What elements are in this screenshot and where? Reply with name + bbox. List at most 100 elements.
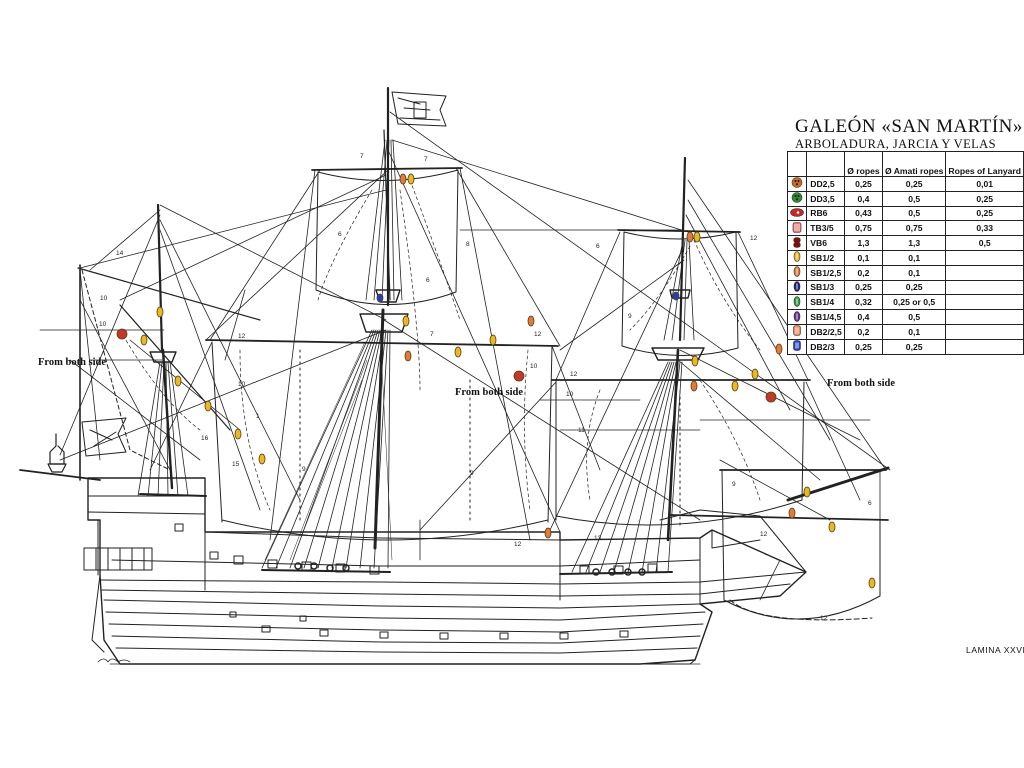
legend-code: DB2/3 <box>806 338 845 355</box>
legend-ropes: 0,4 <box>843 309 883 325</box>
legend-ropes: 0,4 <box>843 190 883 207</box>
svg-text:8: 8 <box>466 241 470 248</box>
header-icon <box>786 151 808 177</box>
svg-text:11: 11 <box>578 427 585 434</box>
artist-signature <box>97 658 131 663</box>
svg-text:10: 10 <box>566 391 574 398</box>
legend-amati-ropes: 0,25 <box>881 176 947 192</box>
legend-lanyard: 0,01 <box>945 176 1024 192</box>
legend-ropes: 0,32 <box>843 294 883 311</box>
legend-ropes: 0,25 <box>843 176 883 192</box>
rigging-lines <box>39 111 891 601</box>
single-block-icon <box>786 294 808 311</box>
violin-block-icon <box>786 235 808 251</box>
legend-ropes: 0,75 <box>843 220 883 237</box>
note-left: From both side <box>38 357 107 368</box>
legend-ropes: 1,3 <box>843 235 883 251</box>
legend-amati-ropes: 1,3 <box>881 235 947 251</box>
legend-code: RB6 <box>806 205 845 222</box>
legend-lanyard: 0,25 <box>945 190 1024 207</box>
rope-legend-table: Ø ropes Ø Amati ropes Ropes of Lanyard D… <box>786 151 1024 355</box>
svg-text:12: 12 <box>820 615 828 622</box>
running-rigging <box>119 179 761 511</box>
single-block-icon <box>786 249 808 266</box>
legend-code: SB1/2,5 <box>806 264 845 281</box>
svg-text:14: 14 <box>116 250 124 257</box>
svg-text:6: 6 <box>426 277 430 284</box>
rigging-block-markers <box>116 173 876 589</box>
svg-text:7: 7 <box>360 153 364 160</box>
svg-text:13: 13 <box>594 535 602 542</box>
legend-code: SB1/4 <box>806 294 845 311</box>
legend-code: DB2/2,5 <box>806 323 845 340</box>
single-block-icon <box>786 264 808 281</box>
double-block-icon <box>786 338 808 355</box>
svg-text:12: 12 <box>514 541 522 548</box>
svg-text:12: 12 <box>570 371 578 378</box>
legend-lanyard <box>945 338 1024 355</box>
svg-text:9: 9 <box>628 313 632 320</box>
triple-block-icon <box>786 220 808 237</box>
legend-header-row: Ø ropes Ø Amati ropes Ropes of Lanyard <box>786 151 1024 177</box>
svg-text:9: 9 <box>470 470 474 477</box>
header-code <box>806 151 845 177</box>
svg-text:9: 9 <box>732 481 736 488</box>
legend-code: VB6 <box>806 235 845 251</box>
legend-amati-ropes: 0,25 <box>881 338 947 355</box>
svg-text:10: 10 <box>99 321 107 328</box>
stern-lantern <box>47 433 67 473</box>
svg-text:6: 6 <box>596 243 600 250</box>
single-block-icon <box>786 279 808 296</box>
svg-text:12: 12 <box>238 333 246 340</box>
header-lanyard: Ropes of Lanyard <box>945 151 1024 177</box>
svg-text:10: 10 <box>100 295 108 302</box>
legend-amati-ropes: 0,5 <box>881 190 947 207</box>
legend-lanyard: 0,5 <box>945 235 1024 251</box>
single-block-icon <box>786 309 808 325</box>
svg-text:10: 10 <box>238 381 246 388</box>
legend-lanyard: 0,33 <box>945 220 1024 237</box>
shrouds <box>137 139 695 573</box>
svg-text:7: 7 <box>430 331 434 338</box>
svg-text:15: 15 <box>232 461 240 468</box>
legend-ropes: 0,2 <box>843 264 883 281</box>
deadeye-3-hole-icon <box>786 176 808 192</box>
drawing-subtitle: ARBOLADURA, JARCIA Y VELAS <box>795 137 996 151</box>
legend-amati-ropes: 0,5 <box>881 309 947 325</box>
legend-amati-ropes: 0,1 <box>881 323 947 340</box>
legend-code: SB1/3 <box>806 279 845 296</box>
legend-amati-ropes: 0,5 <box>881 205 947 222</box>
legend-ropes: 0,43 <box>843 205 883 222</box>
deadeye-3-hole-icon <box>786 190 808 207</box>
svg-text:7: 7 <box>424 156 428 163</box>
svg-text:9: 9 <box>302 466 306 473</box>
hull <box>83 477 807 665</box>
legend-lanyard <box>945 294 1024 311</box>
legend-code: DD3,5 <box>806 190 845 207</box>
legend-lanyard <box>945 249 1024 266</box>
rigging-block-icon <box>786 205 808 222</box>
svg-text:12: 12 <box>760 531 768 538</box>
flag-main <box>391 91 447 127</box>
note-center: From both side <box>455 387 524 398</box>
legend-lanyard <box>945 309 1024 325</box>
svg-text:12: 12 <box>750 235 758 242</box>
legend-amati-ropes: 0,25 or 0,5 <box>881 294 947 311</box>
svg-text:12: 12 <box>534 331 542 338</box>
svg-text:16: 16 <box>201 435 209 442</box>
yards <box>19 167 890 521</box>
legend-lanyard <box>945 323 1024 340</box>
flag-stern <box>81 417 127 457</box>
legend-code: DD2,5 <box>806 176 845 192</box>
svg-text:6: 6 <box>868 500 872 507</box>
svg-text:1: 1 <box>256 413 260 420</box>
legend-ropes: 0,25 <box>843 338 883 355</box>
svg-text:6: 6 <box>338 231 342 238</box>
